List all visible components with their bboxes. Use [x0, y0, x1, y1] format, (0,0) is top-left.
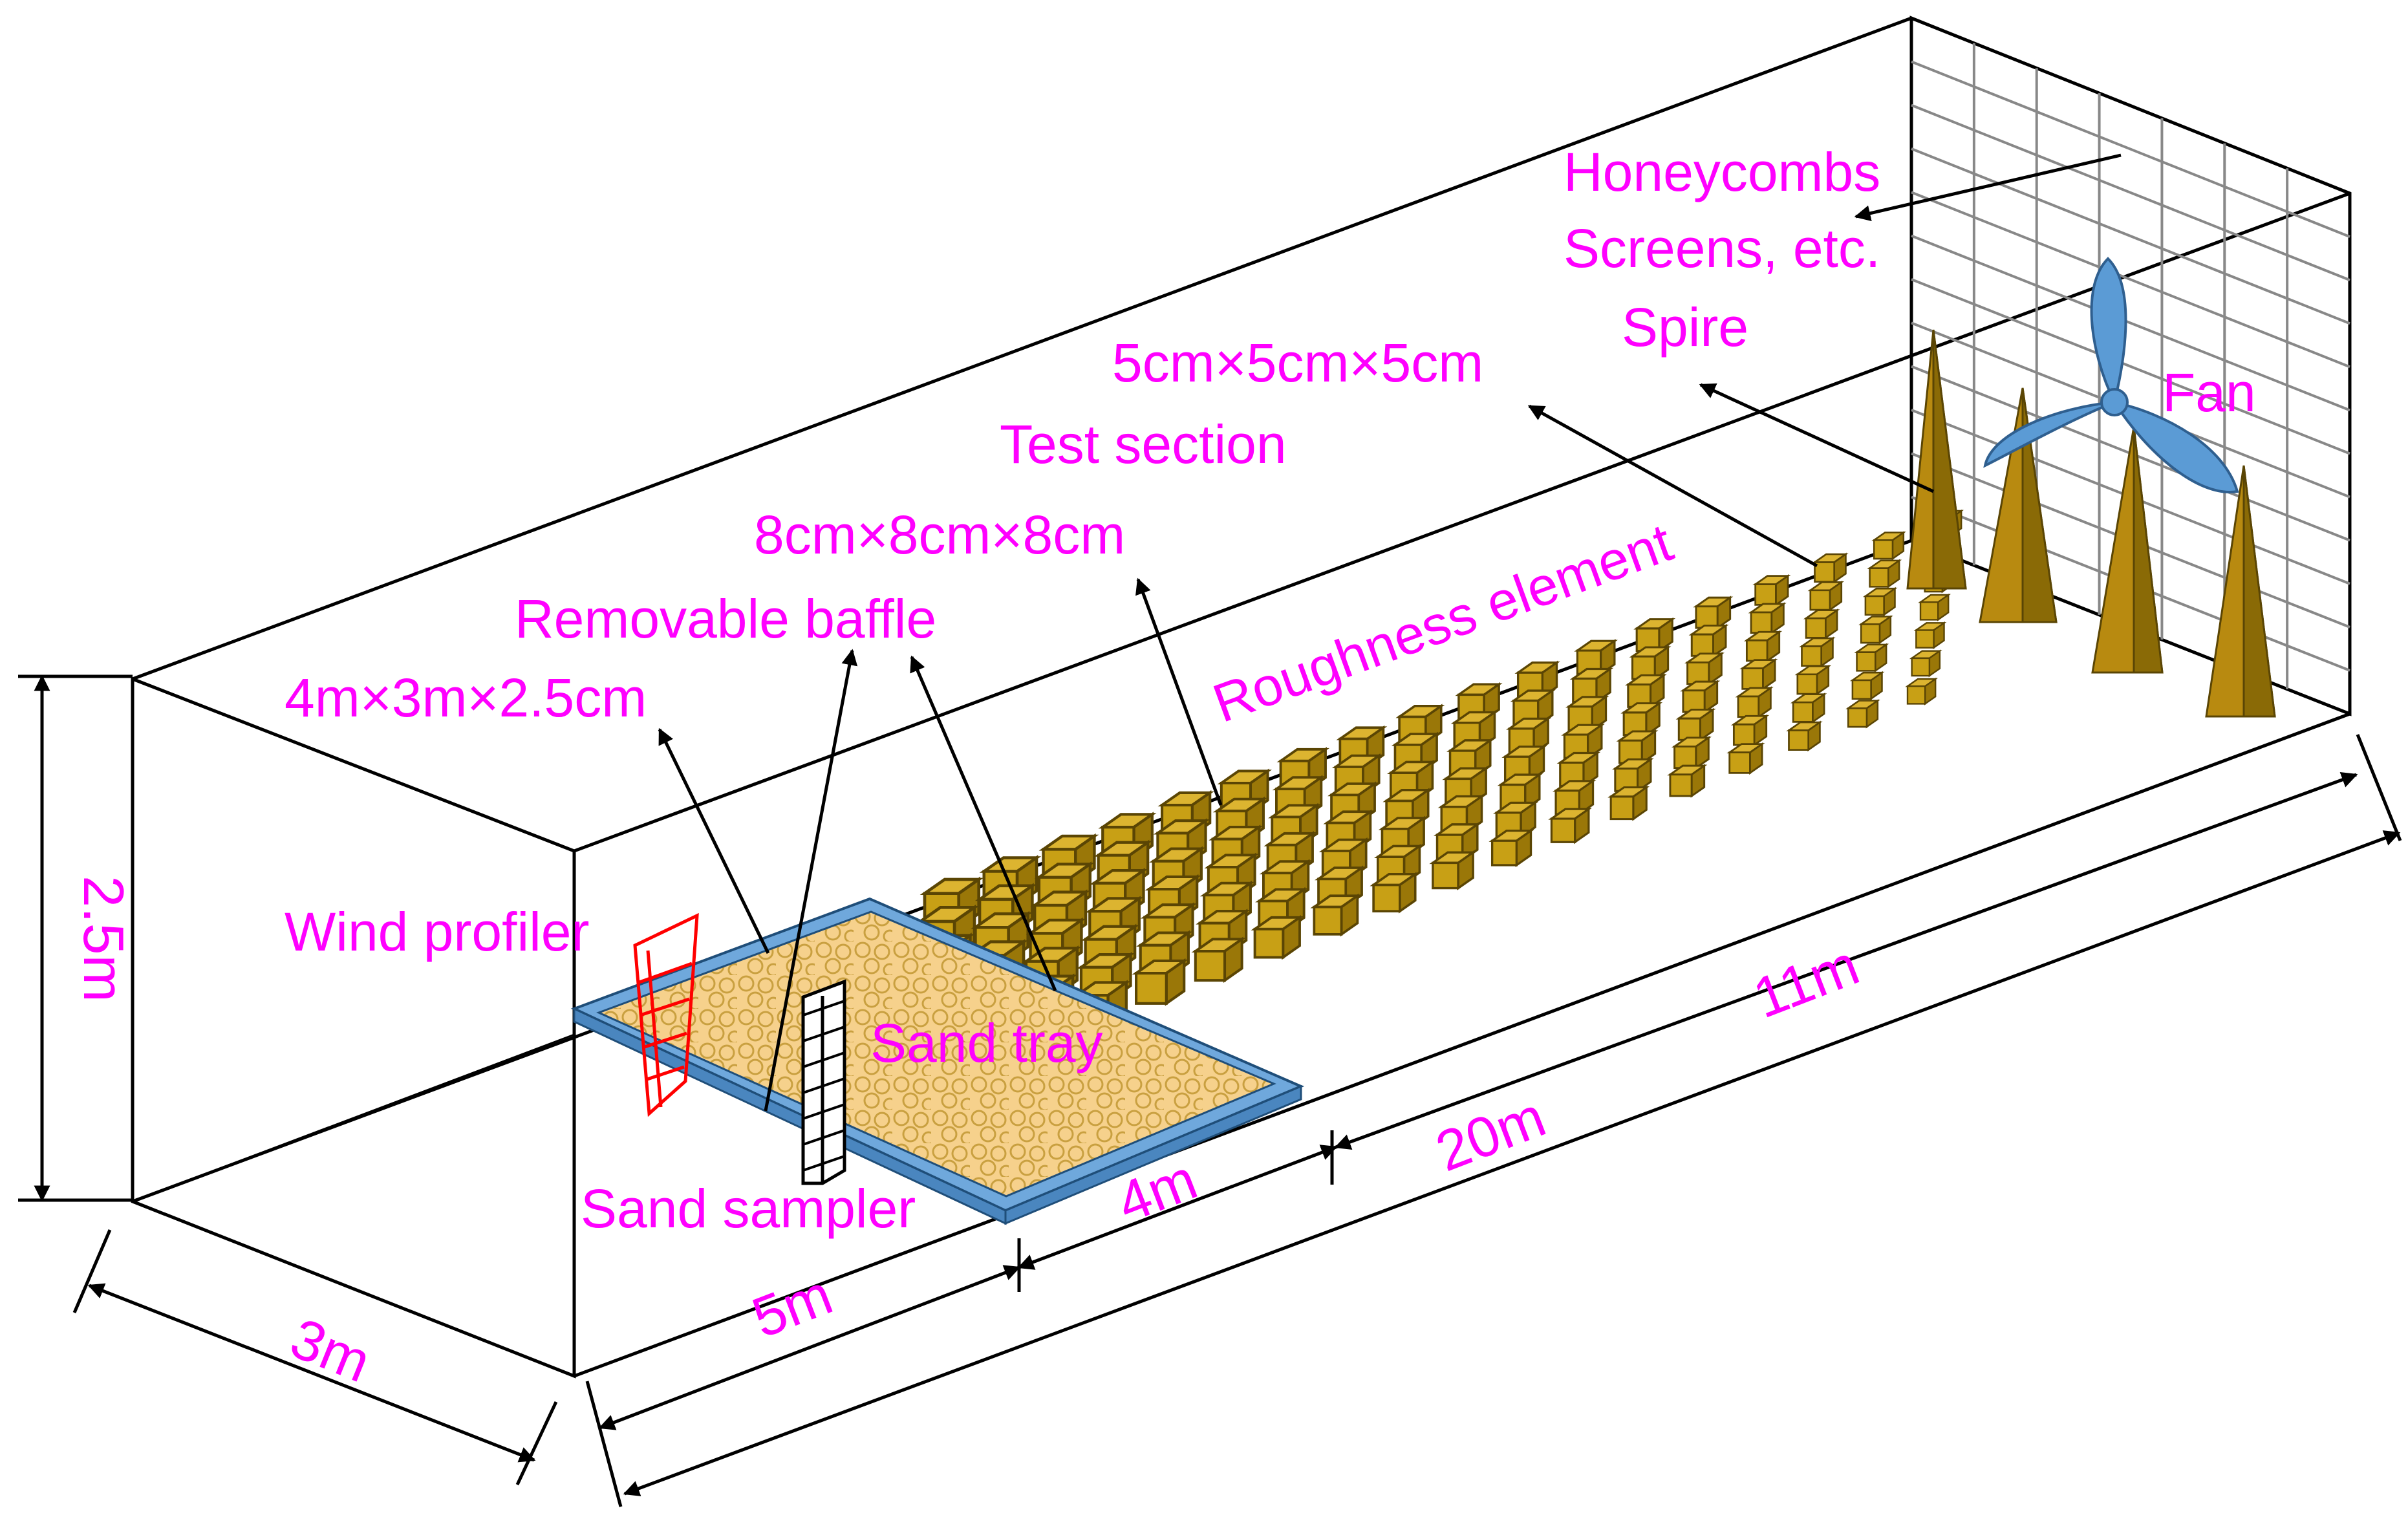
cube-icon	[1490, 830, 1532, 866]
cube-icon	[1737, 687, 1772, 718]
dimension-lines	[18, 674, 2402, 1507]
cube-icon	[1754, 575, 1789, 606]
cube-icon	[1805, 609, 1838, 639]
cube-icon	[1686, 652, 1723, 685]
cube-icon	[1906, 678, 1937, 705]
three-blade-fan-icon	[1983, 257, 2239, 493]
cube-icon	[1847, 700, 1879, 728]
label-tray-size: 4m×3m×2.5cm	[285, 667, 647, 728]
label-spire: Spire	[1622, 297, 1748, 358]
cube-icon	[1873, 532, 1905, 560]
cube-icon	[1792, 693, 1825, 723]
cube-icon	[1796, 665, 1830, 695]
arrow-tray-size	[658, 727, 770, 954]
cube-icon	[1194, 938, 1243, 982]
cube-icon	[1635, 618, 1673, 652]
honeycomb-grid-icon	[1911, 43, 2350, 689]
cube-icon	[1856, 643, 1887, 672]
honeycomb-screen	[1909, 16, 2352, 716]
label-sand-tray: Sand tray	[870, 1013, 1103, 1073]
label-roughness-element: Roughness element	[1205, 511, 1680, 734]
screen-grid-line	[1911, 191, 2350, 369]
tunnel-top-back-edge	[132, 16, 1912, 681]
tunnel-inlet-face	[131, 676, 576, 1379]
sand-sampler-ladder-icon	[801, 979, 846, 1185]
spire-cone-icon	[1906, 329, 1967, 590]
cube-icon	[1745, 630, 1781, 662]
spires	[1906, 329, 2276, 718]
dim-roughness-label: 11m	[1745, 932, 1867, 1030]
dim-total-line	[623, 830, 2401, 1496]
cube-icon	[1627, 674, 1665, 708]
cube-icon	[1136, 961, 1184, 1004]
spire-cone-icon	[1979, 387, 2058, 623]
tunnel-top-front-edge	[574, 191, 2350, 853]
label-test-section: Test section	[1000, 414, 1287, 475]
dim-total-label: 20m	[1427, 1084, 1553, 1184]
cube-icon	[1809, 581, 1843, 611]
cube-icon	[1677, 708, 1714, 741]
cube-icon	[1631, 646, 1670, 680]
cube-icon	[1911, 650, 1941, 677]
screen-grid-line	[1911, 234, 2350, 412]
label-fan: Fan	[2162, 362, 2256, 423]
cube-icon	[1618, 730, 1657, 764]
cube-icon	[1673, 737, 1710, 769]
arrow-honeycombs	[1854, 153, 2122, 222]
cube-icon	[1919, 594, 1950, 621]
label-wind-profiler: Wind profiler	[285, 901, 589, 962]
cube-icon	[1682, 680, 1719, 713]
dim-width-label: 3m	[282, 1306, 379, 1395]
label-honeycombs: Honeycombs	[1564, 142, 1880, 202]
cube-icon	[1695, 596, 1732, 629]
screen-grid-line	[1911, 278, 2350, 455]
cube-icon	[1869, 559, 1900, 588]
arrow-baffle-size	[1135, 577, 1223, 806]
cube-icon	[1741, 659, 1776, 690]
tunnel-inlet-midline	[132, 1033, 575, 1203]
cube-icon	[1728, 743, 1763, 774]
dim-upstream-label: 5m	[744, 1262, 841, 1350]
cube-icon	[1313, 894, 1359, 936]
cube-icon	[1860, 616, 1892, 644]
cube-icon	[1372, 872, 1417, 913]
cube-icon	[1614, 758, 1652, 792]
cube-icon	[1253, 916, 1301, 959]
cube-icon	[1690, 624, 1727, 657]
label-removable-baffle: Removable baffle	[515, 588, 936, 649]
cube-icon	[1788, 721, 1821, 751]
spire-cone-icon	[2205, 465, 2276, 718]
cube-icon	[1669, 764, 1706, 797]
cube-icon	[1550, 808, 1590, 843]
spire-cone-icon	[2091, 426, 2164, 674]
screen-grid-line	[1911, 60, 2350, 238]
cube-icon	[1801, 637, 1834, 667]
dim-width-line	[87, 1283, 536, 1463]
cube-icon	[1915, 622, 1945, 649]
cube-icon	[1732, 715, 1768, 746]
cube-icon	[1864, 587, 1896, 616]
screen-grid-line	[1911, 103, 2350, 282]
cube-icon	[1432, 851, 1474, 890]
label-baffle-size: 8cm×8cm×8cm	[754, 504, 1125, 565]
cube-icon	[1750, 603, 1785, 634]
arrow-roughness-size	[1527, 404, 1818, 568]
label-screens: Screens, etc.	[1564, 218, 1880, 279]
cube-icon	[1622, 702, 1661, 737]
dim-height-label: 2.5m	[72, 876, 136, 1002]
label-sand-sampler: Sand sampler	[581, 1178, 916, 1239]
cube-icon	[1814, 553, 1847, 583]
screen-grid-line	[1911, 147, 2350, 325]
label-roughness-size: 5cm×5cm×5cm	[1112, 332, 1483, 393]
cube-icon	[1851, 671, 1883, 700]
arrow-spire	[1699, 383, 1935, 493]
cube-icon	[1609, 786, 1648, 821]
